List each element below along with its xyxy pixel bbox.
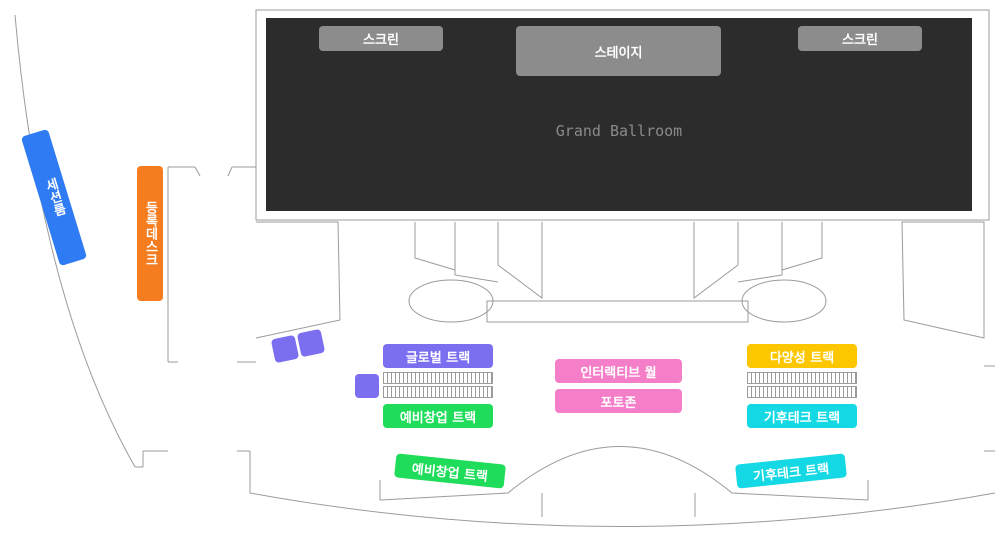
- booth-square[interactable]: [296, 328, 326, 358]
- stage[interactable]: 스테이지: [516, 26, 721, 76]
- startup-track-upper[interactable]: 예비창업 트랙: [383, 404, 493, 428]
- booth-square[interactable]: [270, 334, 300, 364]
- photo-zone[interactable]: 포토존: [555, 389, 682, 413]
- stairs: [383, 372, 493, 384]
- booth-square[interactable]: [355, 374, 379, 398]
- stairs: [747, 386, 857, 398]
- session-room-label: 세션룸: [41, 176, 67, 219]
- screen-right[interactable]: 스크린: [798, 26, 922, 51]
- ballroom-name: Grand Ballroom: [555, 122, 683, 140]
- screen-left[interactable]: 스크린: [319, 26, 443, 51]
- diversity-track[interactable]: 다양성 트랙: [747, 344, 857, 368]
- global-track[interactable]: 글로벌 트랙: [383, 344, 493, 368]
- stairs: [747, 372, 857, 384]
- registration-desk-label: 등록데스크: [142, 201, 158, 266]
- interactive-wall[interactable]: 인터랙티브 월: [555, 359, 682, 383]
- climate-tech-track-upper[interactable]: 기후테크 트랙: [747, 404, 857, 428]
- registration-desk[interactable]: 등록데스크: [137, 166, 163, 301]
- stairs: [383, 386, 493, 398]
